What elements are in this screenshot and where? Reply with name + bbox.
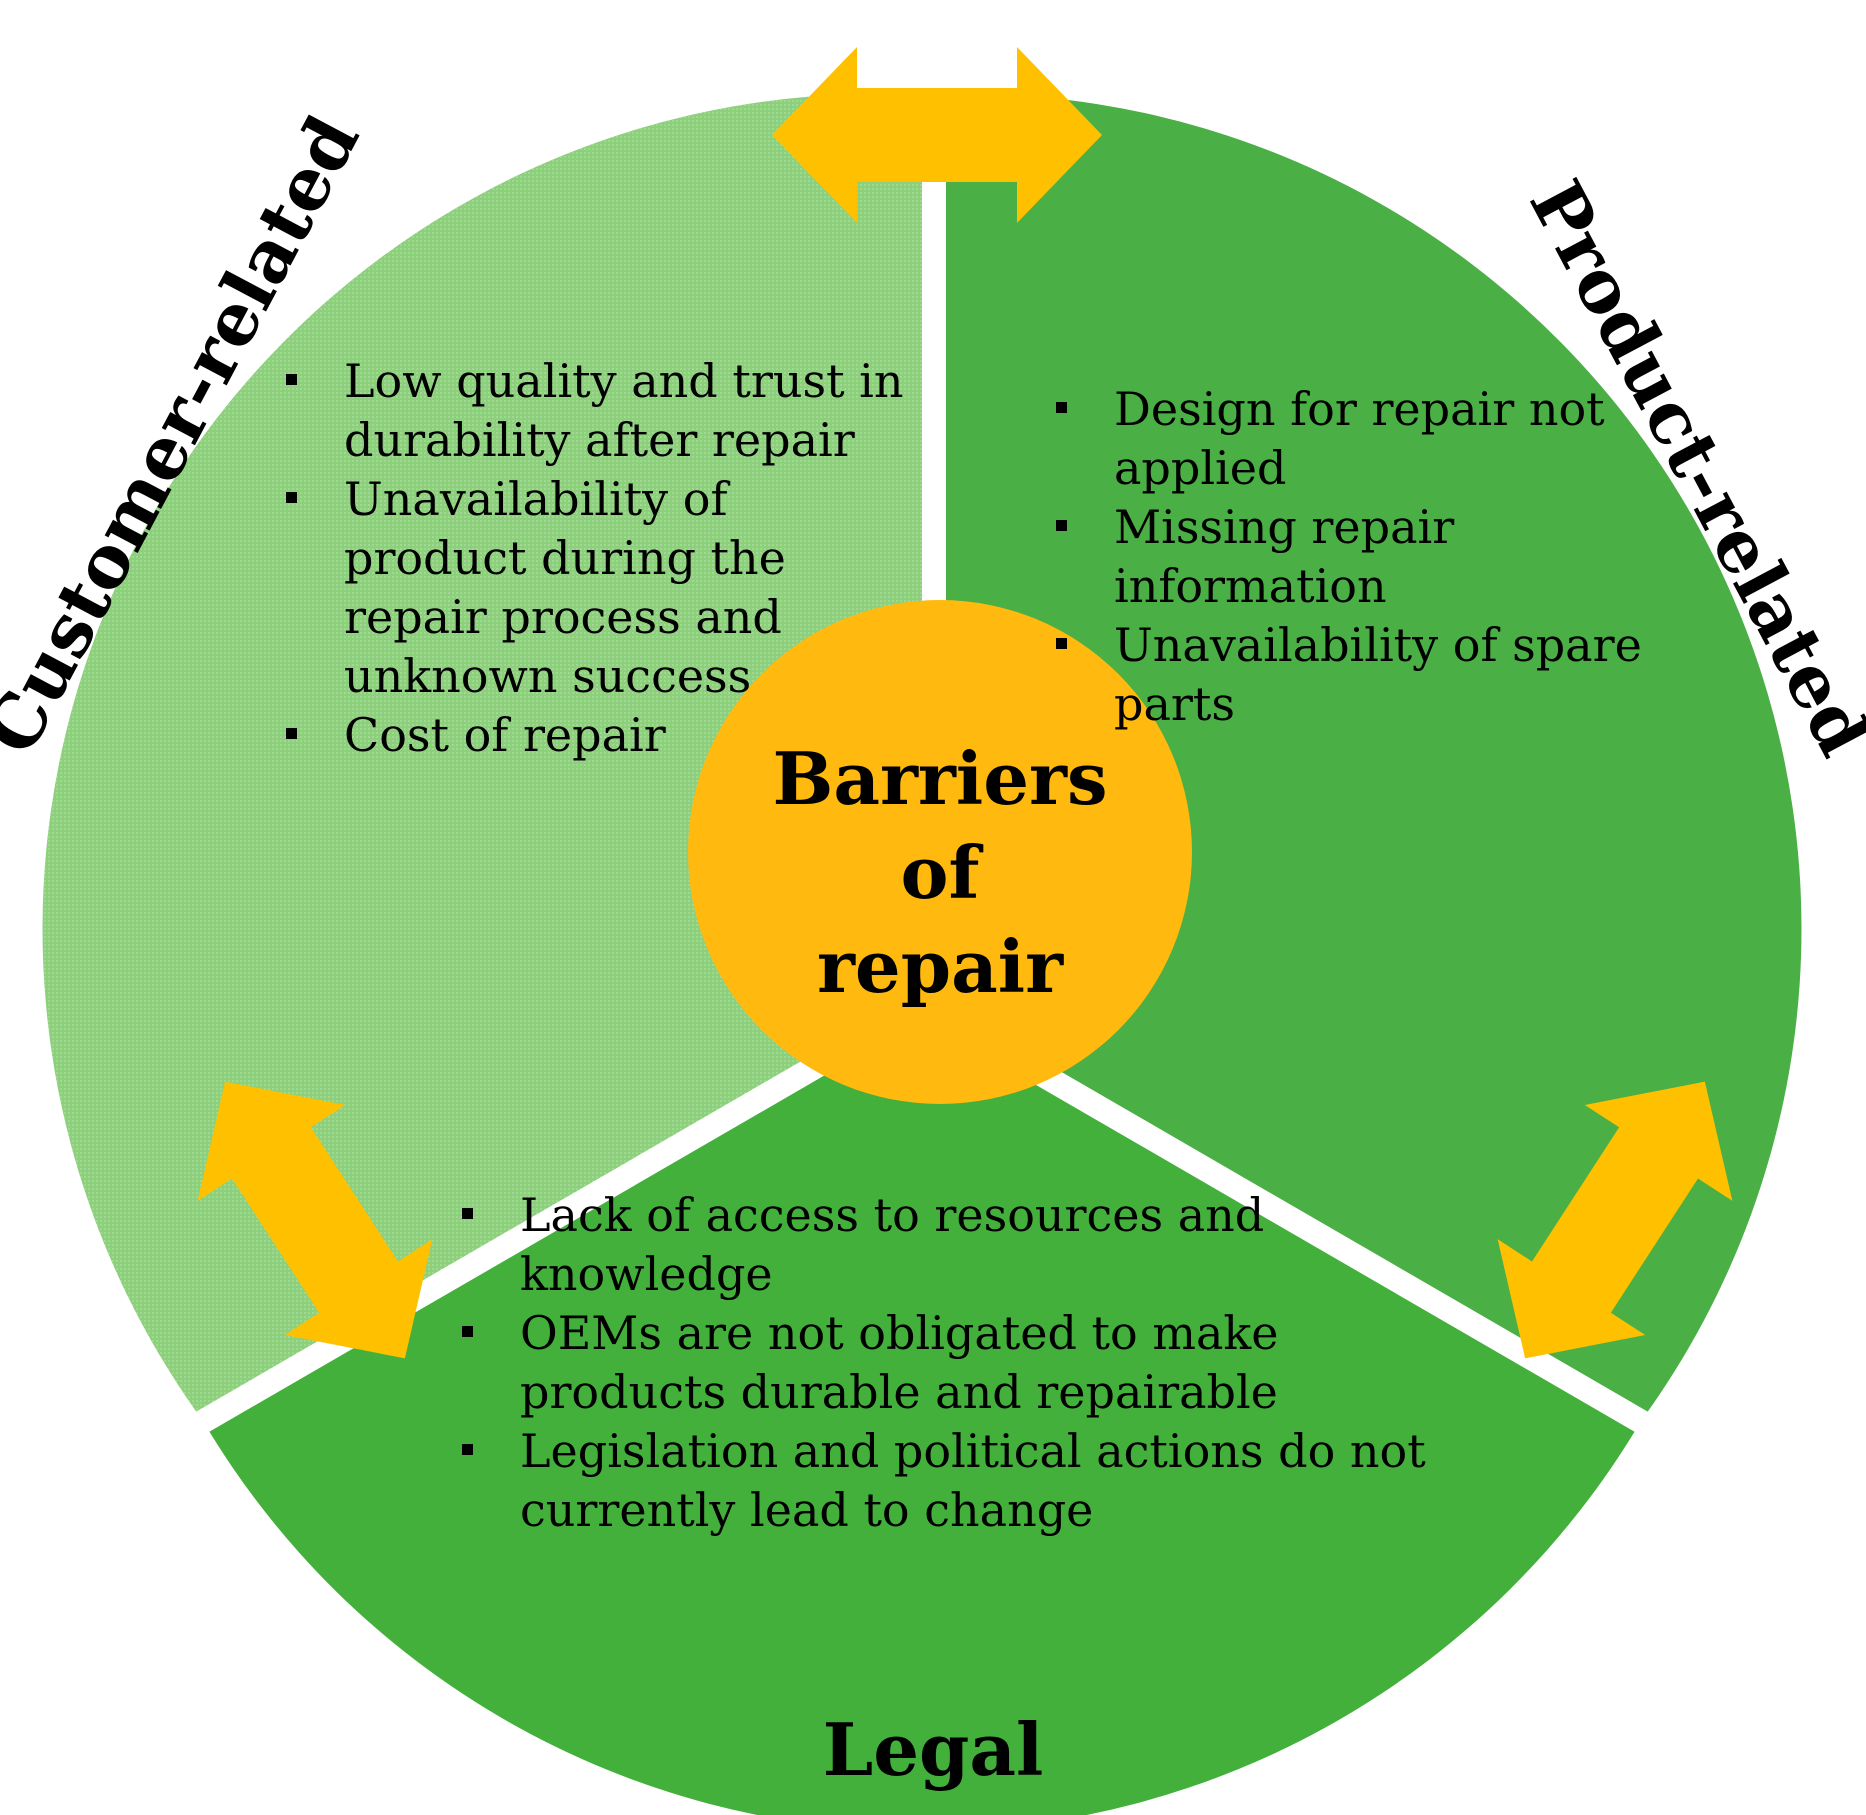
legal-barriers-list: Lack of access to resources and knowledg…: [456, 1186, 1496, 1540]
list-item: Lack of access to resources and knowledg…: [456, 1186, 1496, 1304]
list-item: OEMs are not obligated to make products …: [456, 1304, 1496, 1422]
legal-segment: [203, 1005, 1641, 1815]
center-title-line: Barriers: [772, 736, 1108, 821]
center-title-line: repair: [816, 924, 1064, 1009]
product-legal-arrow: [1497, 1081, 1733, 1359]
center-title: Barriers of repair: [690, 732, 1190, 1014]
list-item: Design for repair not applied: [1050, 380, 1740, 498]
customer-barriers-list: Low quality and trust in durability afte…: [280, 352, 920, 765]
list-item: Cost of repair: [280, 706, 920, 765]
list-item: Unavailability of product during the rep…: [280, 470, 920, 706]
list-item: Missing repair information: [1050, 498, 1740, 616]
customer-product-arrow: [772, 47, 1102, 223]
product-segment: [922, 93, 1802, 1422]
list-item: Legislation and political actions do not…: [456, 1422, 1496, 1540]
center-circle: [688, 600, 1192, 1104]
legal-label: Legal: [822, 1707, 1044, 1792]
center-title-line: of: [900, 830, 980, 915]
list-item: Low quality and trust in durability afte…: [280, 352, 920, 470]
product-barriers-list: Design for repair not applied Missing re…: [1050, 380, 1740, 734]
customer-legal-arrow: [197, 1081, 433, 1359]
list-item: Unavailability of spare parts: [1050, 616, 1740, 734]
